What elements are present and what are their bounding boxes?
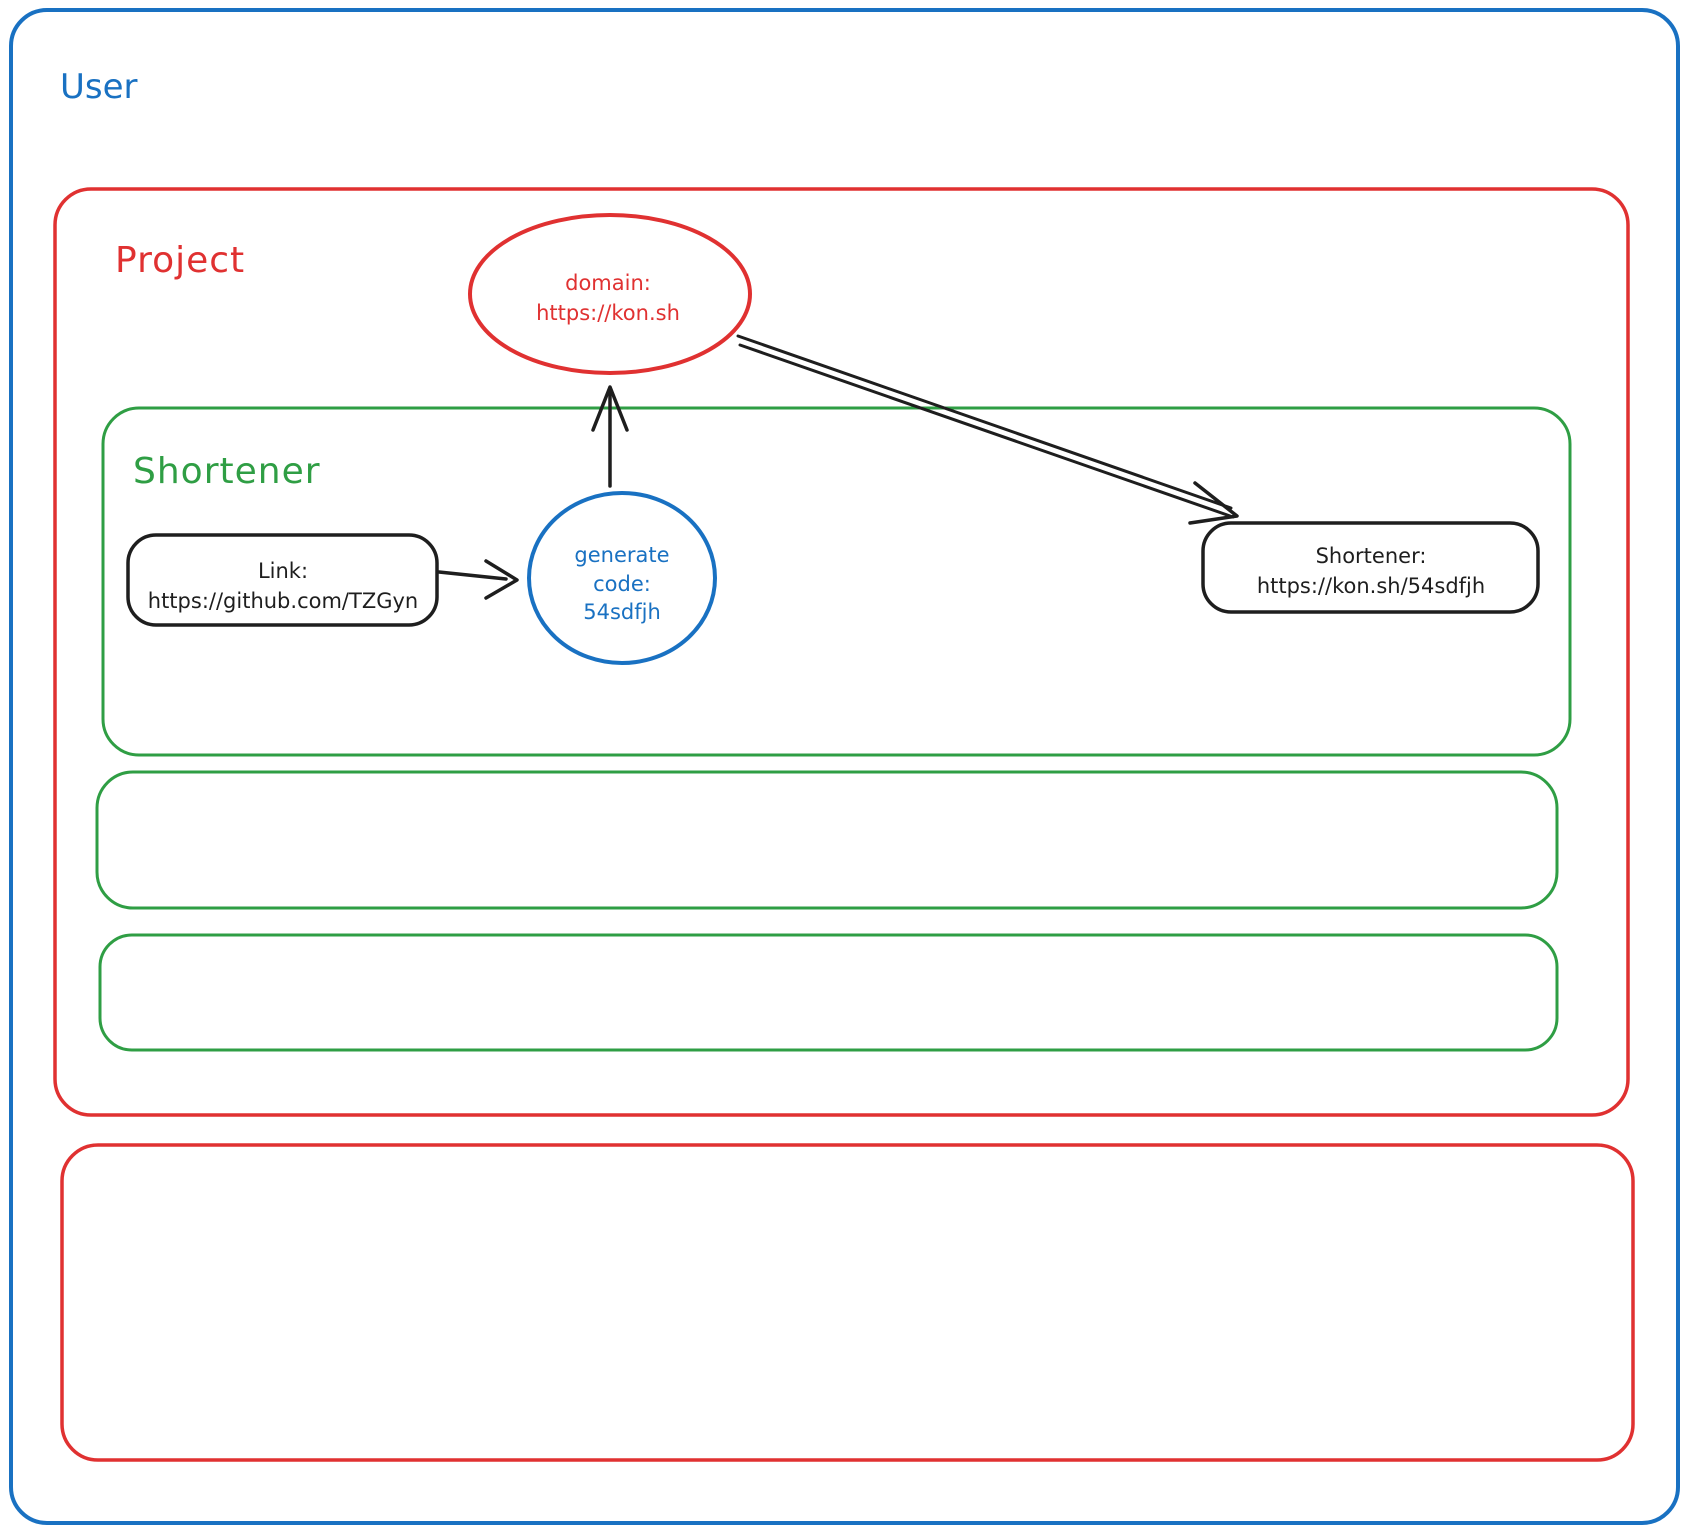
shortener-container-box[interactable] xyxy=(101,406,1572,757)
user-container-box[interactable] xyxy=(9,8,1680,1525)
link-to-generate-arrow-line xyxy=(437,570,508,581)
user-label: User xyxy=(60,67,138,107)
generate-to-domain-arrow[interactable] xyxy=(591,385,629,488)
generate-circle-line3: 54sdfjh xyxy=(583,600,661,624)
link-node-box[interactable] xyxy=(126,533,439,627)
link-node-line2: https://github.com/TZGyn xyxy=(148,589,418,613)
domain-to-shortener-arrow-line-b xyxy=(738,343,1235,519)
domain-ellipse-line2: https://kon.sh xyxy=(536,301,680,325)
shortener-label: Shortener xyxy=(133,451,321,492)
generate-to-domain-arrowhead-icon xyxy=(591,385,629,432)
domain-to-shortener-arrow[interactable] xyxy=(736,334,1239,525)
shortener-result-box[interactable] xyxy=(1201,521,1540,614)
link-to-generate-arrow[interactable] xyxy=(437,559,519,600)
generate-code-circle[interactable] xyxy=(527,491,717,665)
shortener-result-line1: Shortener: xyxy=(1316,544,1427,568)
project-label: Project xyxy=(115,240,245,281)
empty-green-box-2[interactable] xyxy=(98,933,1559,1052)
domain-to-shortener-arrowhead-icon xyxy=(1188,481,1239,525)
link-to-generate-arrowhead-icon xyxy=(484,559,519,600)
link-node-line1: Link: xyxy=(258,559,308,583)
generate-circle-line1: generate xyxy=(574,543,669,567)
empty-red-box[interactable] xyxy=(60,1143,1635,1462)
domain-ellipse-line1: domain: xyxy=(565,271,651,295)
domain-to-shortener-arrow-line-a xyxy=(736,334,1233,510)
project-container-box[interactable] xyxy=(53,187,1630,1117)
shortener-result-line2: https://kon.sh/54sdfjh xyxy=(1257,574,1485,598)
generate-circle-line2: code: xyxy=(593,572,651,596)
empty-green-box-1[interactable] xyxy=(95,770,1559,910)
domain-ellipse[interactable] xyxy=(468,213,752,375)
